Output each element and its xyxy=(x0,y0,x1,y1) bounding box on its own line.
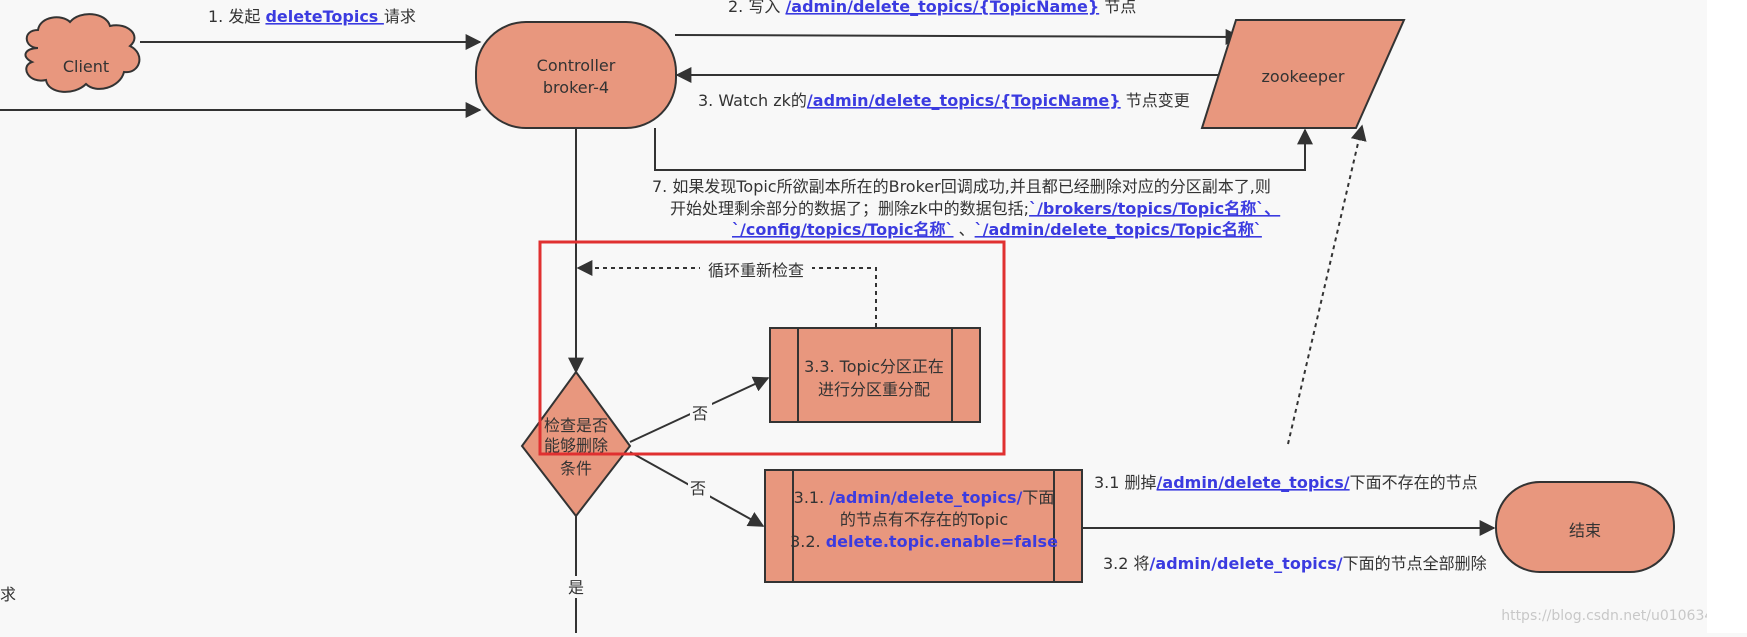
reassign-node[interactable]: 3.3. Topic分区正在 进行分区重分配 xyxy=(769,327,981,423)
edge-controller-to-zk-step7 xyxy=(654,128,1313,171)
decision-line1: 检查是否 xyxy=(544,416,608,435)
watermark: https://blog.csdn.net/u010634066 xyxy=(1501,608,1740,624)
label-yes: 是 xyxy=(568,578,584,597)
reassign-line2: 进行分区重分配 xyxy=(818,380,930,399)
label-no-upper: 否 xyxy=(692,404,708,423)
label-step32: 3.2 将/admin/delete_topics/下面的节点全部删除 xyxy=(1103,554,1487,573)
dotted-edges xyxy=(576,124,1367,445)
label-no-lower: 否 xyxy=(690,479,706,498)
client-node[interactable]: Client xyxy=(24,13,141,93)
decision-line2: 能够删除 xyxy=(544,436,608,455)
label-step7-line1: 7. 如果发现Topic所欲副本所在的Broker回调成功,并且都已经删除对应的… xyxy=(652,177,1271,196)
zookeeper-label: zookeeper xyxy=(1262,67,1345,86)
label-step2: 2. 写入 /admin/delete_topics/{TopicName} 节… xyxy=(728,0,1136,16)
invalid-line2: 的节点有不存在的Topic xyxy=(840,510,1008,529)
yes-bg xyxy=(565,576,587,598)
no-upper-bg xyxy=(690,402,712,424)
invalid-line1: 3.1. /admin/delete_topics/下面 xyxy=(794,488,1055,507)
label-left-cut: 求 xyxy=(0,585,16,604)
edge-loop-recheck xyxy=(576,260,877,327)
controller-node[interactable]: Controller broker-4 xyxy=(475,21,677,129)
edge-controller-to-zk xyxy=(674,28,1242,45)
label-step1: 1. 发起 deleteTopics 请求 xyxy=(208,7,416,26)
client-label: Client xyxy=(63,57,109,76)
right-margin-strip xyxy=(1707,0,1747,633)
no-lower-bg xyxy=(688,478,710,500)
label-step3: 3. Watch zk的/admin/delete_topics/{TopicN… xyxy=(698,91,1190,110)
label-step31: 3.1 删掉/admin/delete_topics/下面不存在的节点 xyxy=(1094,473,1478,492)
end-label: 结束 xyxy=(1569,521,1601,540)
reassign-line1: 3.3. Topic分区正在 xyxy=(804,357,944,376)
edge-end-to-zk-dotted xyxy=(1287,124,1367,445)
loop-label-bg xyxy=(700,258,812,280)
zookeeper-node[interactable]: zookeeper xyxy=(1200,19,1406,129)
label-loop: 循环重新检查 xyxy=(708,261,804,280)
edges xyxy=(0,28,1496,633)
invalid-line3: 3.2. delete.topic.enable=false xyxy=(790,532,1058,551)
end-node[interactable]: 结束 xyxy=(1495,481,1675,573)
highlight-box xyxy=(538,240,1006,456)
controller-label-line2: broker-4 xyxy=(543,78,609,97)
label-step7-line2: 开始处理剩余部分的数据了；删除zk中的数据包括;`/brokers/topics… xyxy=(670,199,1280,218)
decision-line3: 条件 xyxy=(560,459,592,478)
invalid-topics-node[interactable]: 3.1. /admin/delete_topics/下面 的节点有不存在的Top… xyxy=(764,469,1083,583)
controller-label-line1: Controller xyxy=(537,56,616,75)
decision-node[interactable]: 检查是否 能够删除 条件 xyxy=(520,370,632,518)
label-step7-line3: `/config/topics/Topic名称` 、`/admin/delete… xyxy=(732,220,1262,239)
